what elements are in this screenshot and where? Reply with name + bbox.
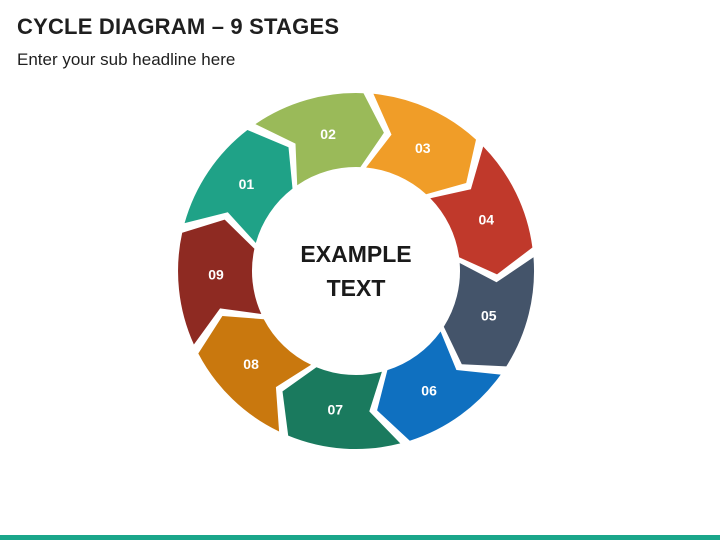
stage-segment-04 xyxy=(430,146,533,275)
slide-subtitle: Enter your sub headline here xyxy=(17,50,236,69)
stage-segment-07 xyxy=(282,367,401,450)
center-label-line-2: TEXT xyxy=(327,275,386,301)
stage-label-08: 08 xyxy=(243,356,259,372)
stage-segment-08 xyxy=(198,316,312,432)
stage-label-02: 02 xyxy=(320,126,336,142)
stage-label-01: 01 xyxy=(239,176,255,192)
footer-bar xyxy=(0,535,720,540)
stage-segment-03 xyxy=(366,93,476,195)
stage-label-03: 03 xyxy=(415,140,431,156)
cycle-segments: 01 02 03 04 05 06 07 08 09 xyxy=(178,93,535,450)
stage-label-07: 07 xyxy=(328,402,344,418)
stage-segment-01 xyxy=(184,130,293,243)
stage-segment-06 xyxy=(377,331,501,441)
center-label-line-1: EXAMPLE xyxy=(300,241,411,267)
stage-label-05: 05 xyxy=(481,307,497,323)
slide-title: CYCLE DIAGRAM – 9 STAGES xyxy=(17,14,340,39)
stage-segment-02 xyxy=(255,93,384,186)
stage-segment-05 xyxy=(443,257,535,367)
stage-segment-09 xyxy=(178,219,262,345)
stage-label-09: 09 xyxy=(208,267,224,283)
stage-label-04: 04 xyxy=(479,212,495,228)
stage-label-06: 06 xyxy=(421,382,437,398)
